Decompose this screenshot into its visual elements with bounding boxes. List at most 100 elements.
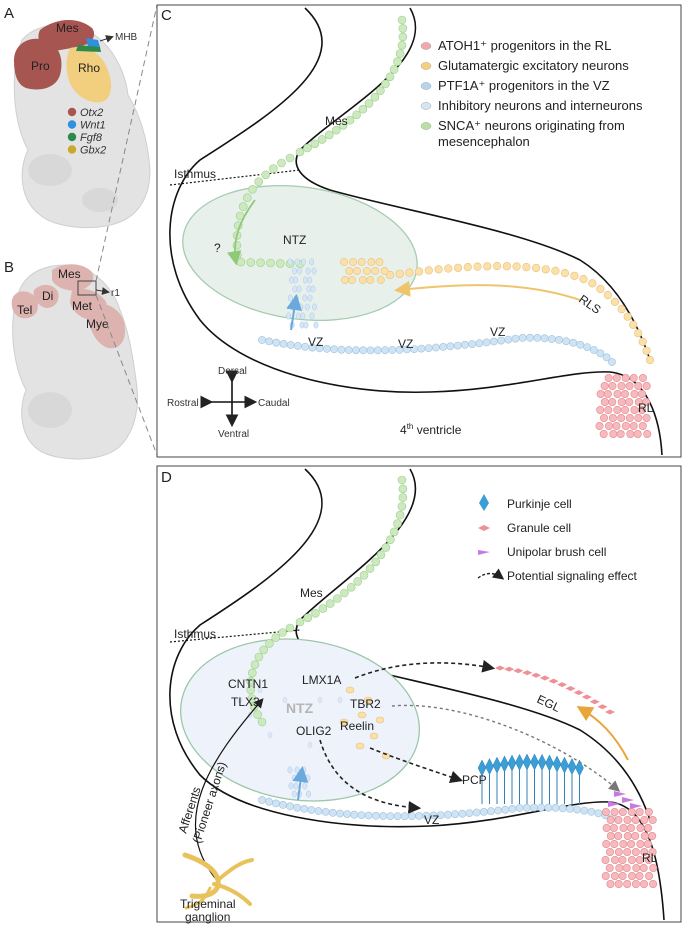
d-label-tbr2: TBR2 — [350, 697, 381, 711]
d-atoh1-progenitor — [640, 815, 649, 824]
c-snca-neuron — [393, 57, 402, 66]
d-purkinje-cell — [507, 754, 517, 772]
d-atoh1-progenitor — [639, 879, 648, 888]
d-ptf1a-progenitor — [573, 805, 581, 814]
d-ptf1a-progenitor — [537, 803, 546, 812]
c-ptf1a-progenitor — [547, 335, 556, 343]
c-ptf1a-progenitor — [279, 339, 288, 348]
c-inhibitory-neuron — [296, 285, 302, 293]
c-ptf1a-progenitor — [596, 349, 605, 358]
c-snca-neuron — [256, 258, 265, 268]
d-unipolar-brush-cell — [630, 803, 642, 809]
d-granule-cell — [581, 694, 592, 700]
c-inhibitory-neuron — [297, 267, 303, 275]
region-rho — [66, 47, 112, 103]
d-unipolar-brush-cell — [622, 797, 634, 803]
c-glutamatergic-neuron — [375, 258, 384, 266]
c-atoh1-progenitor — [608, 413, 617, 422]
c-atoh1-progenitor — [612, 421, 621, 430]
c-snca-neuron — [345, 115, 355, 125]
c-ptf1a-progenitor — [576, 340, 585, 349]
c-glutamatergic-neuron — [349, 258, 357, 266]
c-ptf1a-progenitor — [562, 337, 571, 346]
c-atoh1-progenitor — [634, 413, 643, 422]
c-ptf1a-progenitor — [453, 341, 462, 350]
d-ptf1a-progenitor — [566, 805, 574, 813]
d-atoh1-progenitor — [623, 879, 632, 888]
c-ptf1a-progenitor — [417, 344, 426, 353]
c-legend-label-2: PTF1A⁺ progenitors in the VZ — [438, 78, 610, 93]
c-atoh1-progenitor — [603, 389, 612, 398]
c-label-caudal: Caudal — [258, 398, 290, 409]
c-label-vz-3: VZ — [490, 325, 505, 339]
d-atoh1-progenitor — [648, 831, 657, 840]
c-snca-neuron — [331, 125, 341, 135]
d-snca-neuron — [359, 570, 369, 580]
c-ptf1a-progenitor — [511, 334, 520, 343]
c-inhibitory-neuron — [302, 294, 308, 302]
c-inhibitory-neuron — [292, 285, 298, 293]
d-granule-cell — [531, 672, 542, 678]
c-ptf1a-progenitor — [460, 340, 469, 349]
d-ptf1a-progenitor — [558, 804, 567, 813]
d-ntz-neuron — [307, 741, 313, 749]
d-label-vz: VZ — [424, 813, 439, 827]
d-ptf1a-progenitor — [272, 799, 280, 808]
c-glutamatergic-neuron — [345, 267, 354, 275]
c-glutamatergic-neuron — [473, 262, 482, 271]
d-glutamatergic-neuron — [339, 718, 349, 726]
c-glutamatergic-neuron — [610, 297, 620, 307]
c-snca-neuron — [385, 72, 395, 82]
d-ptf1a-progenitor — [350, 810, 359, 819]
d-unipolar-brush-cell — [614, 791, 626, 797]
c-snca-neuron — [324, 130, 334, 140]
c-ptf1a-progenitor — [583, 343, 592, 351]
c-isthmus-line — [169, 169, 301, 186]
gene-dot-fgf8 — [67, 132, 77, 142]
d-atoh1-progenitor — [631, 815, 640, 824]
d-atoh1-progenitor — [610, 839, 619, 848]
c-ptf1a-progenitor — [352, 346, 360, 355]
c-label-ntz: NTZ — [283, 233, 306, 247]
c-legend-swatch-2 — [420, 82, 432, 90]
gene-dot-gbx2 — [67, 145, 77, 154]
d-atoh1-progenitor — [640, 847, 649, 856]
d-label-cntn1: CNTN1 — [228, 677, 268, 691]
d-snca-neuron — [253, 710, 262, 719]
c-glutamatergic-neuron — [642, 346, 651, 355]
c-atoh1-progenitor — [629, 373, 638, 382]
region-fgf8-band — [76, 45, 101, 52]
d-atoh1-progenitor — [631, 831, 640, 840]
d-ptf1a-progenitor — [465, 809, 474, 817]
d-atoh1-progenitor — [619, 823, 628, 832]
c-snca-neuron — [376, 86, 385, 95]
c-legend-label-4: SNCA⁺ neurons originating from — [438, 118, 625, 133]
d-ptf1a-progenitor — [522, 803, 531, 812]
label-mye: Mye — [86, 317, 109, 331]
c-inhibitory-neuron — [298, 303, 304, 311]
d-ptf1a-progenitor — [551, 804, 560, 812]
c-ptf1a-progenitor — [482, 338, 491, 347]
d-inhibitory-neuron — [306, 790, 311, 798]
d-atoh1-progenitor — [619, 839, 628, 848]
c-snca-neuron — [248, 185, 257, 194]
d-ptf1a-progenitor — [544, 803, 553, 812]
d-atoh1-progenitor — [601, 871, 610, 880]
c-snca-neuron — [310, 139, 320, 149]
d-snca-neuron — [248, 668, 257, 678]
c-ptf1a-progenitor — [518, 333, 527, 342]
panel-c: C Mes Isthmus ? NTZ RLS VZ VZ VZ RL 4th … — [156, 4, 682, 458]
d-label-olig2: OLIG2 — [296, 724, 332, 738]
c-glutamatergic-neuron — [531, 263, 541, 273]
c-ptf1a-progenitor — [337, 345, 346, 354]
c-label-ventricle: 4th ventricle — [400, 422, 462, 437]
c-atoh1-progenitor — [642, 397, 651, 406]
d-legend-granule-icon — [478, 525, 490, 531]
d-ntz-region — [179, 638, 421, 802]
c-snca-neuron — [370, 92, 380, 102]
d-atoh1-progenitor — [610, 871, 619, 880]
label-tel: Tel — [17, 303, 32, 317]
d-ptf1a-progenitor — [364, 811, 373, 820]
